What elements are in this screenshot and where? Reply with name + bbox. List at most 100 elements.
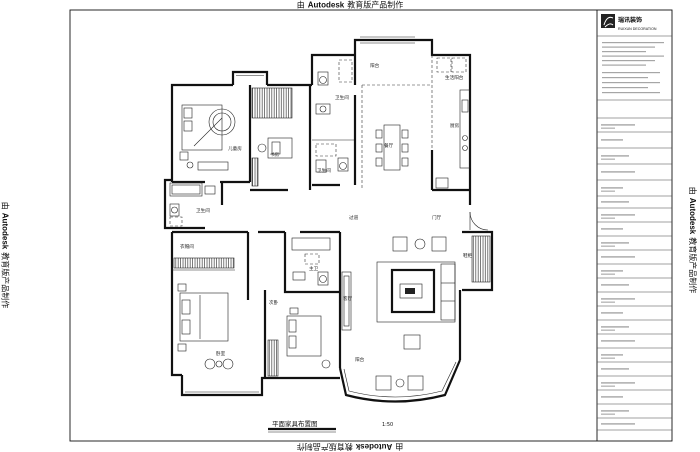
title-block-text-line xyxy=(601,301,615,303)
company-name-cn: 瑞讯装饰 xyxy=(618,16,642,24)
room-label-master-bedroom: 卧室 xyxy=(216,350,226,357)
dining-table xyxy=(383,124,401,171)
wall-bath-block xyxy=(310,53,355,85)
kitchen-counter xyxy=(459,89,471,169)
watermark-suffix: 教育版产品制作 xyxy=(688,237,698,293)
armchair-one xyxy=(208,108,236,136)
armchair-right xyxy=(431,236,447,252)
refrigerator xyxy=(435,177,449,189)
title-block-text-line xyxy=(602,87,648,89)
sink-two xyxy=(315,159,327,173)
nightstand-two-b xyxy=(177,343,187,352)
title-block-text-line xyxy=(602,55,664,57)
title-block-text-line xyxy=(602,72,660,74)
nightstand-three xyxy=(289,307,299,315)
sink-four xyxy=(292,271,306,281)
sheet-frame xyxy=(69,9,673,442)
title-block-text-line xyxy=(602,42,664,44)
closet-rail xyxy=(173,257,235,269)
logo-swirl-2 xyxy=(604,23,614,28)
title-block-text-line xyxy=(602,82,660,84)
sink-one-basin xyxy=(319,105,327,113)
bathtub-two xyxy=(291,237,331,251)
dryer xyxy=(451,57,467,73)
title-block-text-line xyxy=(601,201,629,203)
watermark-suffix: 教育版产品制作 xyxy=(1,252,11,308)
living-bay-glass xyxy=(343,361,457,398)
bed-one-pillow-a xyxy=(183,107,193,119)
title-block-text-line xyxy=(601,171,635,173)
shower-one xyxy=(338,59,353,83)
wall-balcony xyxy=(353,38,472,205)
lounge-chair-a xyxy=(204,358,216,370)
drawing-scale: 1:50 xyxy=(382,422,393,428)
bed-three-pillow-b xyxy=(288,335,297,349)
title-block-text-line xyxy=(602,51,646,53)
floor-plan-drawing xyxy=(69,9,673,442)
toilet-one xyxy=(317,71,329,86)
tv-cabinet xyxy=(341,271,352,331)
title-block-text-line xyxy=(601,410,629,412)
watermark-prefix: 由 xyxy=(297,0,305,10)
side-table xyxy=(414,238,426,250)
dining-chair xyxy=(401,143,409,153)
title-block-text-line xyxy=(601,298,635,300)
bed-two-pillow-b xyxy=(181,319,191,335)
room-label-kids-room: 儿童房 xyxy=(228,145,242,152)
watermark-brand: Autodesk xyxy=(688,198,697,235)
room-label-study: 书房 xyxy=(270,151,280,158)
title-block-text-line xyxy=(601,396,623,398)
toilet-one-bowl xyxy=(319,76,327,84)
title-block-text-line xyxy=(602,60,655,62)
room-label-balcony-north: 阳台 xyxy=(370,62,380,69)
title-block-text-line xyxy=(601,385,615,387)
washer-three xyxy=(169,216,183,227)
room-label-living-room: 客厅 xyxy=(343,295,353,302)
study-monitor xyxy=(271,141,281,155)
watermark-brand: Autodesk xyxy=(1,213,10,250)
room-label-bathroom-guest: 卫生间 xyxy=(317,167,331,174)
toilet-two-bowl xyxy=(339,162,347,170)
entrance-door-swing xyxy=(469,211,489,231)
bathtub-inner xyxy=(171,184,201,195)
room-label-corridor: 过道 xyxy=(349,214,359,221)
title-block-text-line xyxy=(601,382,635,384)
kitchen-sink xyxy=(461,99,469,113)
title-block-text-line xyxy=(601,326,629,328)
study-cabinet xyxy=(251,157,259,187)
room-label-walk-in-closet: 衣帽间 xyxy=(180,243,194,250)
title-block-text-line xyxy=(601,273,615,275)
bed-three xyxy=(286,315,322,357)
tea-table xyxy=(215,360,223,368)
toilet-four-bowl xyxy=(319,275,327,283)
title-block-text-line xyxy=(602,64,646,66)
title-block-text-line xyxy=(601,158,615,160)
room-label-bathroom-west: 卫生间 xyxy=(196,207,210,214)
washing-machine xyxy=(436,57,452,73)
logo-mark xyxy=(601,14,615,28)
logo-swirl xyxy=(603,16,614,26)
room-label-shoe-cabinet: 鞋柜 xyxy=(463,252,473,259)
watermark-brand: Autodesk xyxy=(355,442,392,451)
title-block-text-line xyxy=(601,124,635,126)
title-block-text-line xyxy=(601,357,615,359)
balcony-chair-left xyxy=(375,375,392,391)
coffee-table-decor xyxy=(405,288,415,294)
room-label-service-balcony: 生活阳台 xyxy=(445,74,464,81)
watermark-suffix: 教育版产品制作 xyxy=(347,0,403,10)
watermark-prefix: 由 xyxy=(688,187,698,195)
room-label-balcony-south: 阳台 xyxy=(355,356,365,363)
armchair-one-inner xyxy=(212,112,232,132)
shower-two xyxy=(315,143,337,157)
title-block-text-line xyxy=(601,270,623,272)
nightstand-two-a xyxy=(177,283,187,292)
watermark-left: 由Autodesk教育版产品制作 xyxy=(1,202,11,308)
title-block-text-line xyxy=(601,155,629,157)
coffee-table xyxy=(399,283,423,299)
armchair-left xyxy=(392,236,408,252)
desk-one xyxy=(197,161,229,171)
bed-two-pillow-a xyxy=(181,299,191,315)
balcony-table xyxy=(395,378,405,388)
room-label-dining: 餐厅 xyxy=(384,142,394,149)
